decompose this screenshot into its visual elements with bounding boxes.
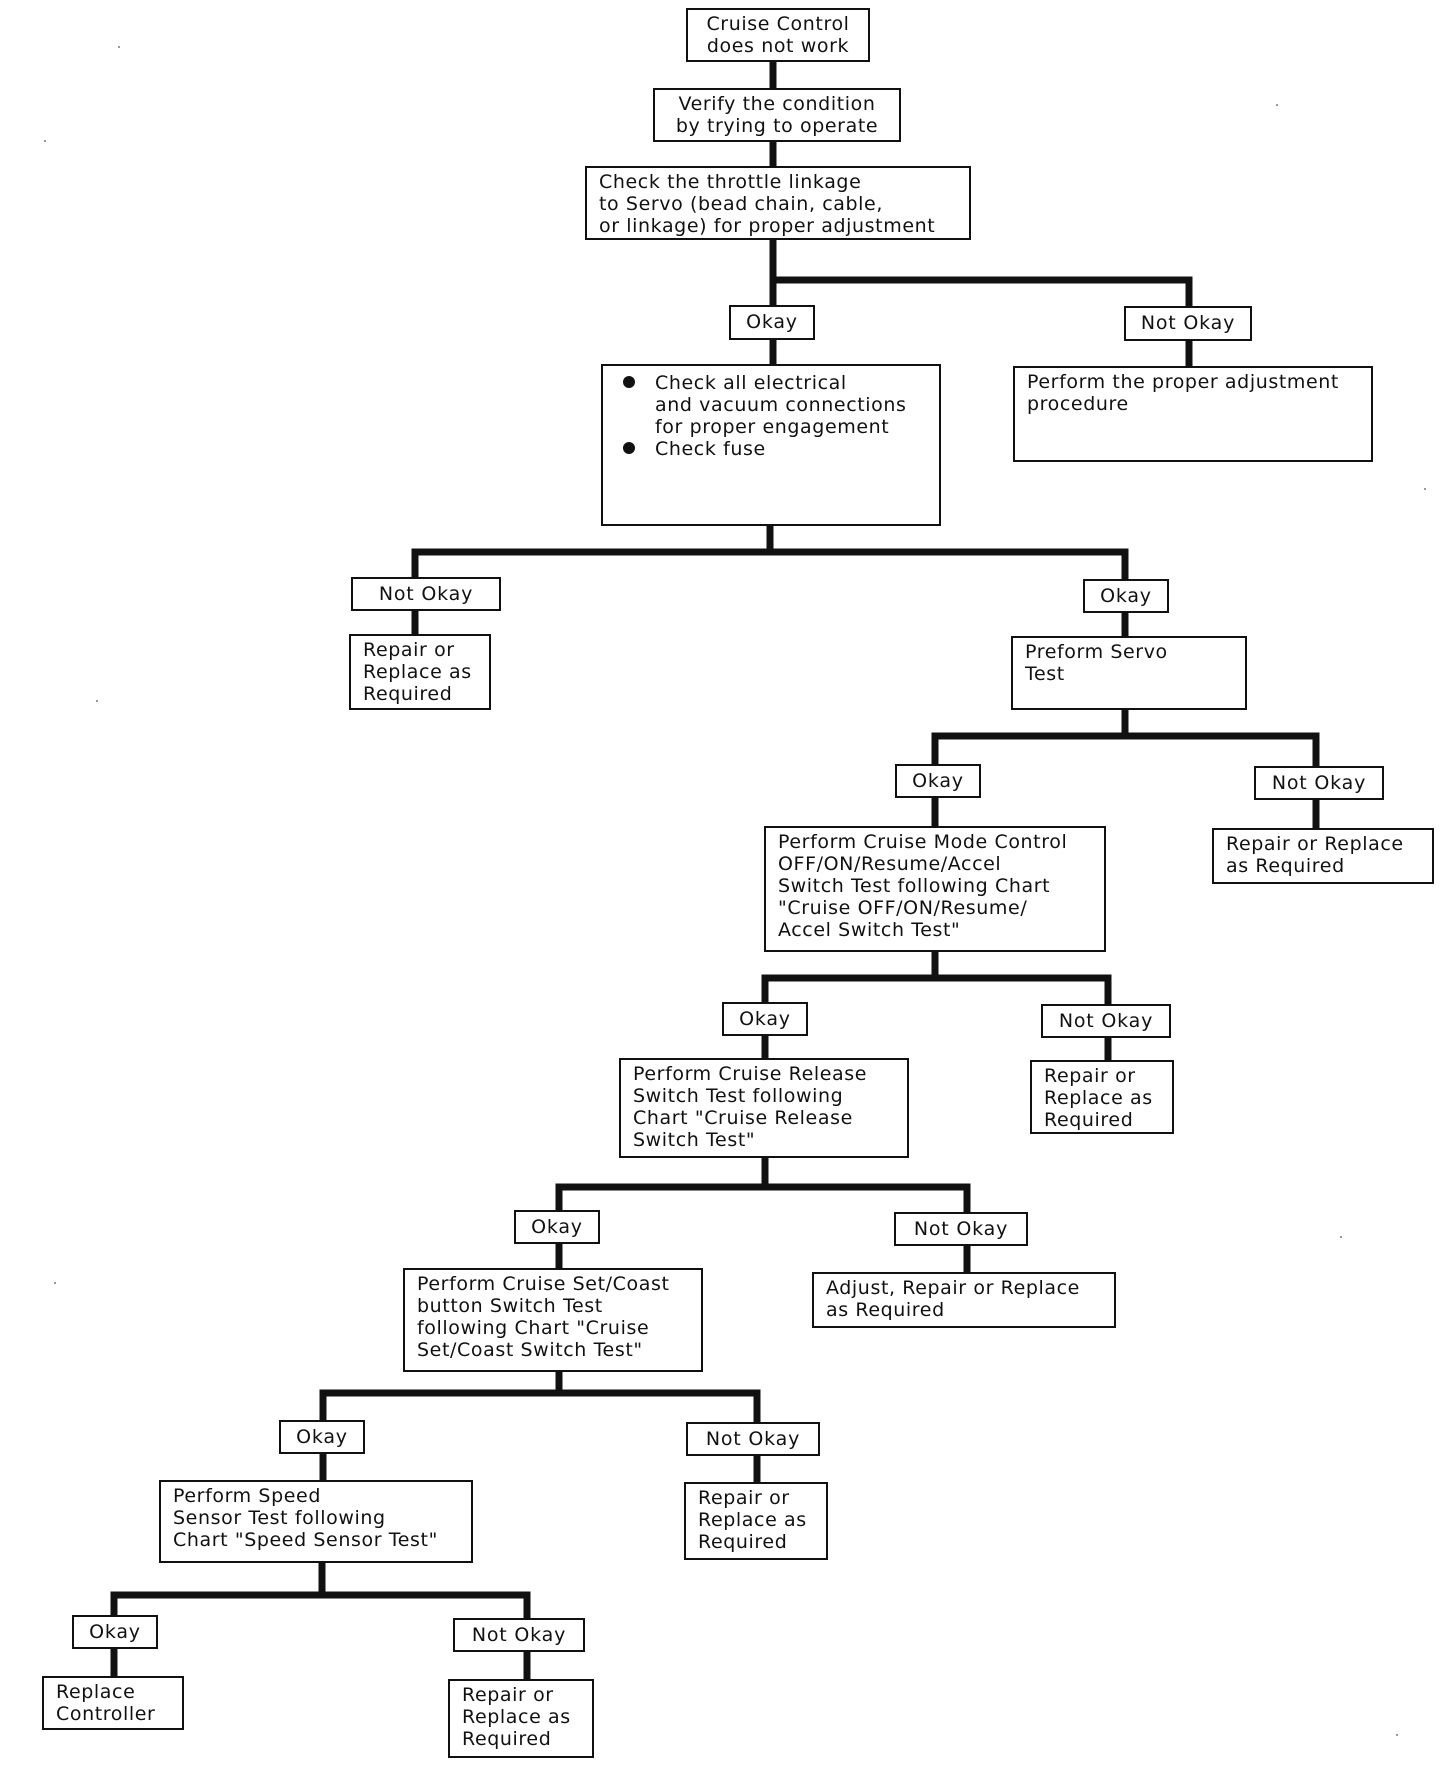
- node-text-line: OFF/ON/Resume/Accel: [778, 853, 1002, 875]
- node-perform-adjustment-procedure: Perform the proper adjustment procedure: [1013, 366, 1373, 462]
- node-text-line: Verify the condition: [678, 93, 876, 115]
- node-text-line: Test: [1025, 663, 1065, 685]
- node-text-line: Switch Test following Chart: [778, 875, 1051, 897]
- node-adjust-repair-or-replace: Adjust, Repair or Replace as Required: [812, 1272, 1116, 1328]
- node-text-line: button Switch Test: [417, 1295, 603, 1317]
- scan-speck: [54, 1282, 56, 1284]
- node-text-line: Replace: [56, 1681, 136, 1703]
- node-text-line: by trying to operate: [675, 115, 879, 137]
- label-okay: Okay: [895, 764, 981, 798]
- node-text-line: Perform the proper adjustment: [1027, 371, 1339, 393]
- label-not-okay: Not Okay: [351, 577, 501, 611]
- node-text-line: Perform Cruise Release: [633, 1063, 868, 1085]
- node-text-line: Required: [363, 683, 453, 705]
- label-not-okay: Not Okay: [894, 1212, 1028, 1246]
- node-text-line: Preform Servo: [1025, 641, 1168, 663]
- node-repair-or-replace: Repair or Replace as Required: [684, 1482, 828, 1560]
- scan-speck: [118, 46, 120, 48]
- node-text-line: and vacuum connections: [655, 394, 907, 416]
- node-text-line: Repair or: [698, 1487, 790, 1509]
- node-text-line: Check all electrical: [655, 372, 847, 394]
- node-text-line: Perform Cruise Set/Coast: [417, 1273, 670, 1295]
- node-set-coast-switch-test: Perform Cruise Set/Coast button Switch T…: [403, 1268, 703, 1372]
- node-release-switch-test: Perform Cruise Release Switch Test follo…: [619, 1058, 909, 1158]
- node-text-line: Check fuse: [655, 438, 766, 460]
- node-text-line: to Servo (bead chain, cable,: [599, 193, 883, 215]
- node-text-line: as Required: [826, 1299, 945, 1321]
- node-mode-control-switch-test: Perform Cruise Mode Control OFF/ON/Resum…: [764, 826, 1106, 952]
- node-text-line: as Required: [1226, 855, 1345, 877]
- bullet-item: Check all electrical and vacuum connecti…: [615, 372, 927, 438]
- node-text-line: Sensor Test following: [173, 1507, 386, 1529]
- node-replace-controller: Replace Controller: [42, 1676, 184, 1730]
- node-text-line: Repair or: [363, 639, 455, 661]
- node-text-line: Switch Test": [633, 1129, 756, 1151]
- node-text-line: Controller: [56, 1703, 156, 1725]
- node-text-line: Perform Speed: [173, 1485, 321, 1507]
- node-text-line: Replace as: [1044, 1087, 1153, 1109]
- label-okay: Okay: [729, 305, 815, 340]
- scan-speck: [44, 140, 46, 142]
- node-text-line: for proper engagement: [655, 416, 890, 438]
- node-repair-or-replace: Repair or Replace as Required: [1030, 1060, 1174, 1134]
- node-text-line: Accel Switch Test": [778, 919, 961, 941]
- node-text-line: Switch Test following: [633, 1085, 844, 1107]
- scan-speck: [1424, 488, 1426, 490]
- node-check-connections: Check all electrical and vacuum connecti…: [601, 364, 941, 526]
- node-text-line: or linkage) for proper adjustment: [599, 215, 936, 237]
- node-text-line: Cruise Control: [706, 13, 850, 35]
- node-text-line: Perform Cruise Mode Control: [778, 831, 1068, 853]
- scan-speck: [1276, 104, 1278, 106]
- label-not-okay: Not Okay: [1041, 1004, 1171, 1038]
- bullet-item: Check fuse: [615, 438, 927, 460]
- scan-speck: [1396, 1734, 1398, 1736]
- node-text-line: Required: [462, 1728, 552, 1750]
- node-text-line: Chart "Speed Sensor Test": [173, 1529, 438, 1551]
- label-not-okay: Not Okay: [453, 1618, 585, 1652]
- node-cruise-control-not-working: Cruise Control does not work: [686, 8, 870, 62]
- node-verify-condition: Verify the condition by trying to operat…: [653, 88, 901, 142]
- node-text-line: Repair or: [462, 1684, 554, 1706]
- node-text-line: Required: [698, 1531, 788, 1553]
- label-okay: Okay: [72, 1615, 158, 1649]
- node-repair-or-replace: Repair or Replace as Required: [448, 1679, 594, 1758]
- node-perform-servo-test: Preform Servo Test: [1011, 636, 1247, 710]
- node-text-line: Replace as: [462, 1706, 571, 1728]
- label-okay: Okay: [514, 1210, 600, 1244]
- node-text-line: Check the throttle linkage: [599, 171, 862, 193]
- node-text-line: does not work: [706, 35, 850, 57]
- scan-speck: [96, 700, 98, 702]
- node-text-line: Repair or Replace: [1226, 833, 1404, 855]
- node-repair-or-replace: Repair or Replace as Required: [349, 634, 491, 710]
- node-text-line: Replace as: [698, 1509, 807, 1531]
- bullet-icon: [623, 442, 635, 454]
- node-text-line: procedure: [1027, 393, 1129, 415]
- label-okay: Okay: [722, 1002, 808, 1036]
- label-not-okay: Not Okay: [686, 1422, 820, 1456]
- node-check-throttle-linkage: Check the throttle linkage to Servo (bea…: [585, 166, 971, 240]
- node-text-line: following Chart "Cruise: [417, 1317, 650, 1339]
- node-speed-sensor-test: Perform Speed Sensor Test following Char…: [159, 1480, 473, 1563]
- label-okay: Okay: [279, 1420, 365, 1454]
- node-repair-or-replace: Repair or Replace as Required: [1212, 828, 1434, 884]
- label-okay: Okay: [1083, 579, 1169, 613]
- node-text-line: Chart "Cruise Release: [633, 1107, 853, 1129]
- node-text-line: "Cruise OFF/ON/Resume/: [778, 897, 1028, 919]
- node-text-line: Adjust, Repair or Replace: [826, 1277, 1080, 1299]
- bullet-icon: [623, 376, 635, 388]
- label-not-okay: Not Okay: [1254, 766, 1384, 800]
- node-text-line: Required: [1044, 1109, 1134, 1131]
- label-not-okay: Not Okay: [1124, 306, 1252, 341]
- node-text-line: Replace as: [363, 661, 472, 683]
- node-text-line: Set/Coast Switch Test": [417, 1339, 643, 1361]
- node-text-line: Repair or: [1044, 1065, 1136, 1087]
- scan-speck: [1340, 1236, 1342, 1238]
